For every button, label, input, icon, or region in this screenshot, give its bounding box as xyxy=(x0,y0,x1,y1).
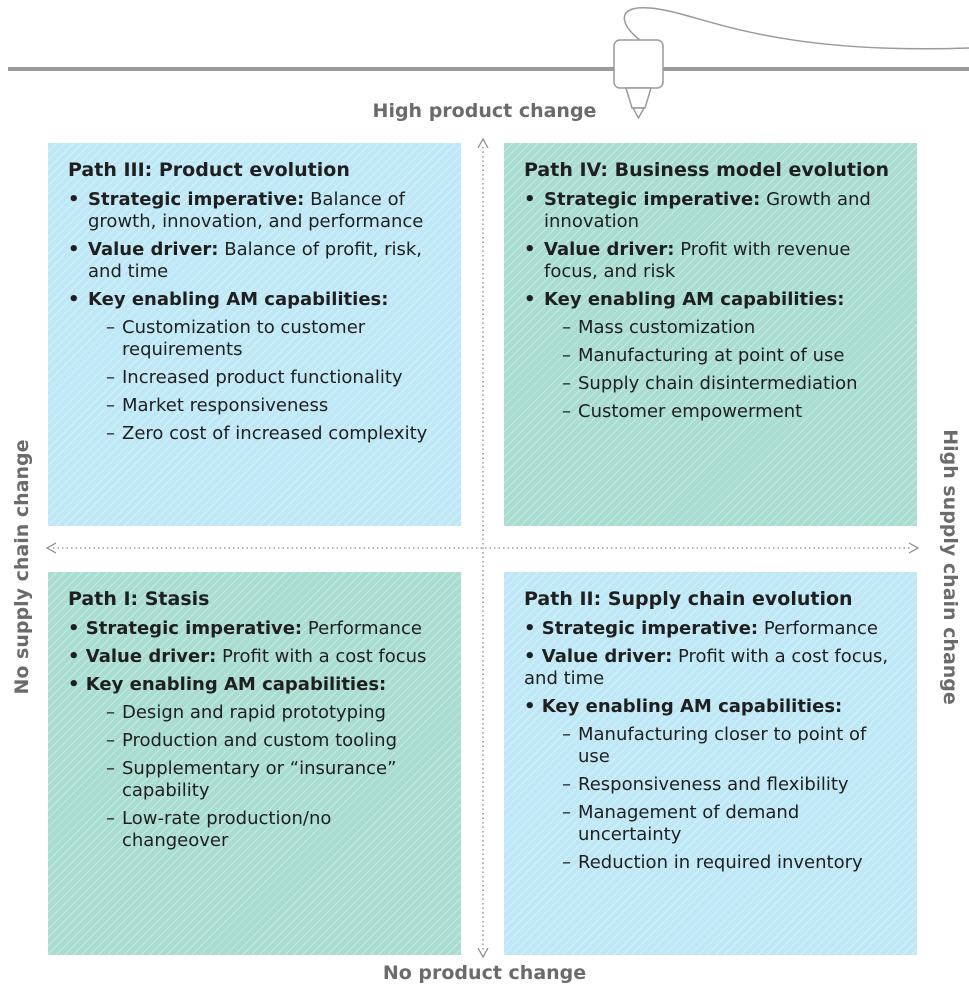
quadrant-title: Path III: Product evolution xyxy=(68,159,350,181)
list-item: •Key enabling AM capabilities: xyxy=(68,289,389,310)
quadrant-path-i: Path I: Stasis • Strategic imperative: P… xyxy=(48,572,461,955)
quadrant-path-ii: Path II: Supply chain evolution • Strate… xyxy=(504,572,917,955)
cable-line xyxy=(623,7,969,50)
list-item: •Strategic imperative: Balance of growth… xyxy=(68,189,424,232)
quadrant-path-iii: Path III: Product evolution •Strategic i… xyxy=(48,143,461,526)
sub-item: –Management of demand uncertainty xyxy=(562,802,800,845)
list-item: • Value driver: Profit with a cost focus… xyxy=(524,646,889,689)
sub-item: –Design and rapid prototyping xyxy=(106,702,386,723)
quadrant-title: Path II: Supply chain evolution xyxy=(524,588,853,610)
sub-item: –Manufacturing at point of use xyxy=(562,345,845,366)
arrow-right-icon xyxy=(908,542,920,554)
axis-label-top: High product change xyxy=(372,100,597,122)
sub-item: –Supply chain disintermediation xyxy=(562,373,858,394)
list-item: •Key enabling AM capabilities: xyxy=(524,289,845,310)
sub-item: –Customer empowerment xyxy=(562,401,803,422)
arrow-up-icon xyxy=(477,137,489,149)
axis-label-right: High supply chain change xyxy=(939,429,961,705)
sub-item: –Customization to customer requirements xyxy=(106,317,366,360)
sub-item: –Reduction in required inventory xyxy=(562,852,863,873)
list-item: •Strategic imperative: Growth and innova… xyxy=(524,189,871,232)
list-item: • Value driver: Profit with a cost focus xyxy=(68,646,427,667)
axis-label-bottom: No product change xyxy=(382,962,587,984)
sub-item: –Manufacturing closer to point of use xyxy=(562,724,867,767)
sub-item: –Increased product functionality xyxy=(106,367,403,388)
sub-item: –Market responsiveness xyxy=(106,395,329,416)
list-item: •Value driver: Balance of profit, risk, … xyxy=(68,239,423,282)
sub-item: –Low-rate production/no changeover xyxy=(106,808,332,851)
sub-item: –Production and custom tooling xyxy=(106,730,398,751)
sub-item: –Supplementary or “insurance” capability xyxy=(106,758,397,801)
quadrant-title: Path I: Stasis xyxy=(68,588,210,610)
arrow-down-icon xyxy=(477,947,489,959)
list-item: • Strategic imperative: Performance xyxy=(68,618,422,639)
arrow-left-icon xyxy=(45,542,57,554)
list-item: • Strategic imperative: Performance xyxy=(524,618,878,639)
list-item: • Key enabling AM capabilities: xyxy=(68,674,387,695)
quadrant-title: Path IV: Business model evolution xyxy=(524,159,890,181)
list-item: •Value driver: Profit with revenue focus… xyxy=(524,239,851,282)
sub-item: –Mass customization xyxy=(562,317,756,338)
list-item: • Key enabling AM capabilities: xyxy=(524,696,843,717)
quadrant-path-iv: Path IV: Business model evolution •Strat… xyxy=(504,143,917,526)
nozzle-icon xyxy=(613,39,664,120)
sub-item: –Responsiveness and flexibility xyxy=(562,774,849,795)
header-decoration xyxy=(8,7,969,120)
axis-label-left: No supply chain change xyxy=(11,439,33,695)
sub-item: –Zero cost of increased complexity xyxy=(106,423,428,444)
